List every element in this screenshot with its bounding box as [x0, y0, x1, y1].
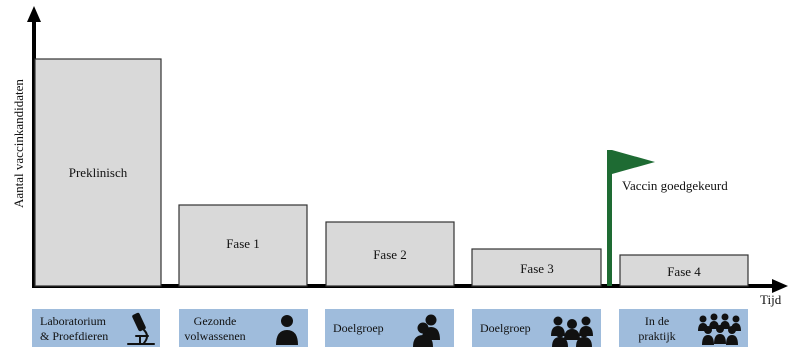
microscope-icon [127, 312, 155, 345]
flag-icon [607, 150, 655, 286]
x-axis-label: Tijd [760, 292, 782, 307]
phase-bar-preklinisch: Preklinisch [34, 58, 162, 287]
caption-preklinisch: Laboratorium & Proefdieren [32, 309, 160, 347]
caption-fase-2: Doelgroep [325, 309, 454, 347]
bar-preklinisch [34, 58, 162, 287]
y-axis-label: Aantal vaccinkandidaten [11, 79, 26, 208]
bar-label-fase-3: Fase 3 [520, 261, 554, 276]
caption-fase-1: Gezonde volwassenen [179, 309, 308, 347]
bar-fase-3 [471, 248, 602, 287]
bar-fase-4 [619, 254, 749, 287]
approval-label: Vaccin goedgekeurd [622, 178, 728, 193]
bar-label-preklinisch: Preklinisch [69, 165, 128, 180]
caption-line-1: Doelgroep [333, 321, 384, 335]
approval-marker: Vaccin goedgekeurd [607, 150, 728, 286]
caption-line-1: Gezonde [194, 314, 237, 328]
caption-fase-3: Doelgroep [472, 309, 601, 347]
bar-label-fase-4: Fase 4 [667, 264, 701, 279]
two-people-icon [413, 314, 440, 347]
single-person-icon [276, 315, 298, 345]
caption-line-2: & Proefdieren [40, 329, 108, 343]
y-axis-arrowhead [27, 6, 41, 22]
caption-fase-4: In de praktijk [619, 309, 748, 347]
x-axis-arrowhead [772, 279, 788, 293]
phase-bar-fase-1: Fase 1 [178, 204, 308, 287]
group-people-icon [551, 316, 593, 347]
bar-fase-1 [178, 204, 308, 287]
caption-line-1: In de [645, 314, 669, 328]
caption-line-1: Doelgroep [480, 321, 531, 335]
caption-line-2: volwassenen [184, 329, 245, 343]
phase-bar-fase-3: Fase 3 [471, 248, 602, 287]
phase-bar-fase-4: Fase 4 [619, 254, 749, 287]
phase-captions: Laboratorium & Proefdieren Gezonde volwa… [32, 309, 748, 347]
bar-fase-2 [325, 221, 455, 287]
caption-line-2: praktijk [638, 329, 675, 343]
caption-line-1: Laboratorium [40, 314, 107, 328]
phase-bar-fase-2: Fase 2 [325, 221, 455, 287]
crowd-icon [698, 313, 741, 345]
bar-label-fase-1: Fase 1 [226, 236, 260, 251]
bar-label-fase-2: Fase 2 [373, 247, 407, 262]
phase-bars: Preklinisch Fase 1 Fase 2 Fase 3 Fase 4 [34, 58, 749, 287]
